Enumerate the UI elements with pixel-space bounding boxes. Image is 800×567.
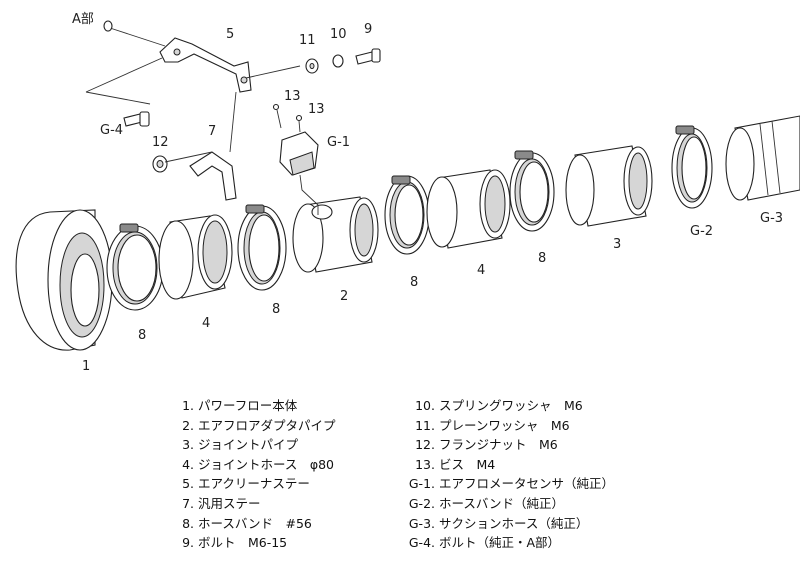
legend-item-number: 1. [182,398,194,413]
part-g4-bolt [123,111,150,127]
legend-item-name: サクションホース（純正） [438,515,589,531]
legend-item-name: ボルト M6-15 [197,535,288,551]
legend-item: G-2. ホースバンド（純正） [395,494,614,514]
legend-item-number: 3. [182,437,194,453]
legend-item: 3. ジョイントパイプ [172,435,336,455]
legend-item-name: ホースバンド #56 [197,515,312,531]
legend-item: G-1. エアフロメータセンサ（純正） [395,474,614,494]
callout-8a: 8 [138,328,146,343]
callout-4b: 4 [477,263,485,278]
callout-a-part: A部 [72,12,94,27]
callout-g4: G-4 [100,123,123,138]
callout-8d: 8 [538,251,546,266]
part-1-powerflow-body [15,209,113,351]
legend-item-name: エアフロメータセンサ（純正） [438,476,614,492]
legend-item-number: 11. [415,417,435,433]
callout-g3: G-3 [760,211,783,226]
legend-item-number: 12. [415,437,435,453]
callout-3: 3 [613,237,621,252]
part-g2-hose-band [671,125,713,209]
part-7-universal-stay [189,151,237,201]
legend-item: 11. プレーンワッシャ M6 [395,416,614,436]
callout-1: 1 [82,359,90,374]
callout-g1: G-1 [327,135,350,150]
legend-item-number: 4. [182,456,194,472]
part-12-flange-nut [152,155,168,173]
legend-item-name: 汎用ステー [197,495,261,511]
part-8-hose-band-a [106,223,164,311]
exploded-parts-diagram: A部 5 11 10 9 13 13 G-1 G-4 12 7 1 8 4 8 … [15,12,800,374]
legend-item-name: スプリングワッシャ M6 [438,398,583,413]
legend-item-number: 13. [415,456,435,472]
legend-item-name: ジョイントホース φ80 [197,456,335,472]
callout-4a: 4 [202,316,210,331]
legend-item-number: G-1. [408,476,435,492]
legend-item: 10. スプリングワッシャ M6 [395,396,614,416]
callout-13b: 13 [308,102,325,117]
legend-item-number: 9. [182,535,194,551]
legend-item: 8. ホースバンド #56 [172,514,336,534]
legend-item-name: ボルト（純正・A部） [438,535,561,551]
part-8-hose-band-b [237,204,287,291]
legend-item-number: 2. [182,417,194,433]
legend-item: 4. ジョイントホース φ80 [172,455,336,475]
assembly-guide-lines [85,20,301,163]
legend-item: 12. フランジナット M6 [395,435,614,455]
legend-item-name: フランジナット M6 [438,437,558,453]
legend-item-name: エアフロアダプタパイプ [197,417,336,433]
callout-8c: 8 [410,275,418,290]
callout-12: 12 [152,135,169,150]
part-8-hose-band-c [384,175,430,255]
part-9-10-11-bolt-washers [305,48,381,74]
legend-item-name: パワーフロー本体 [197,398,298,413]
part-2-airflow-adapter-pipe [292,196,379,273]
legend-item-number: 5. [182,476,194,492]
legend-item: 2. エアフロアダプタパイプ [172,416,336,436]
legend-item: 9. ボルト M6-15 [172,533,336,553]
legend-item: 13. ビス M4 [395,455,614,475]
callout-13a: 13 [284,89,301,104]
legend-item-number: 7. [182,495,194,511]
legend-item: G-3. サクションホース（純正） [395,514,614,534]
legend-item: 7. 汎用ステー [172,494,336,514]
callout-g2: G-2 [690,224,713,239]
part-5-air-cleaner-stay [159,37,252,93]
callout-10: 10 [330,27,347,42]
legend-item: 1. パワーフロー本体 [172,396,336,416]
legend-item-name: ビス M4 [438,456,496,472]
legend-item-number: G-2. [408,495,435,511]
callout-9: 9 [364,22,372,37]
part-g1-airflow-sensor [279,131,319,215]
legend-item-number: 8. [182,515,194,531]
callout-5: 5 [226,27,234,42]
legend-item-name: ジョイントパイプ [197,437,298,453]
part-4-joint-hose-b [426,169,511,249]
part-g3-suction-hose [725,115,800,201]
callout-8b: 8 [272,302,280,317]
legend-item-name: ホースバンド（純正） [438,495,564,511]
callout-7: 7 [208,124,216,139]
legend-item: G-4. ボルト（純正・A部） [395,533,614,553]
callout-2: 2 [340,289,348,304]
legend-item-name: プレーンワッシャ M6 [438,417,570,433]
part-13-screws [272,103,303,133]
part-4-joint-hose-a [158,214,233,300]
legend-item-name: エアクリーナステー [197,476,310,492]
part-8-hose-band-d [509,150,555,232]
part-3-joint-pipe [565,145,653,227]
callout-11: 11 [299,33,316,48]
legend-item: 5. エアクリーナステー [172,474,336,494]
legend-item-number: G-3. [408,515,435,531]
legend-item-number: G-4. [408,535,435,551]
callout-labels: A部 5 11 10 9 13 13 G-1 G-4 12 7 1 8 4 8 … [72,12,783,374]
legend-item-number: 10. [415,398,435,413]
